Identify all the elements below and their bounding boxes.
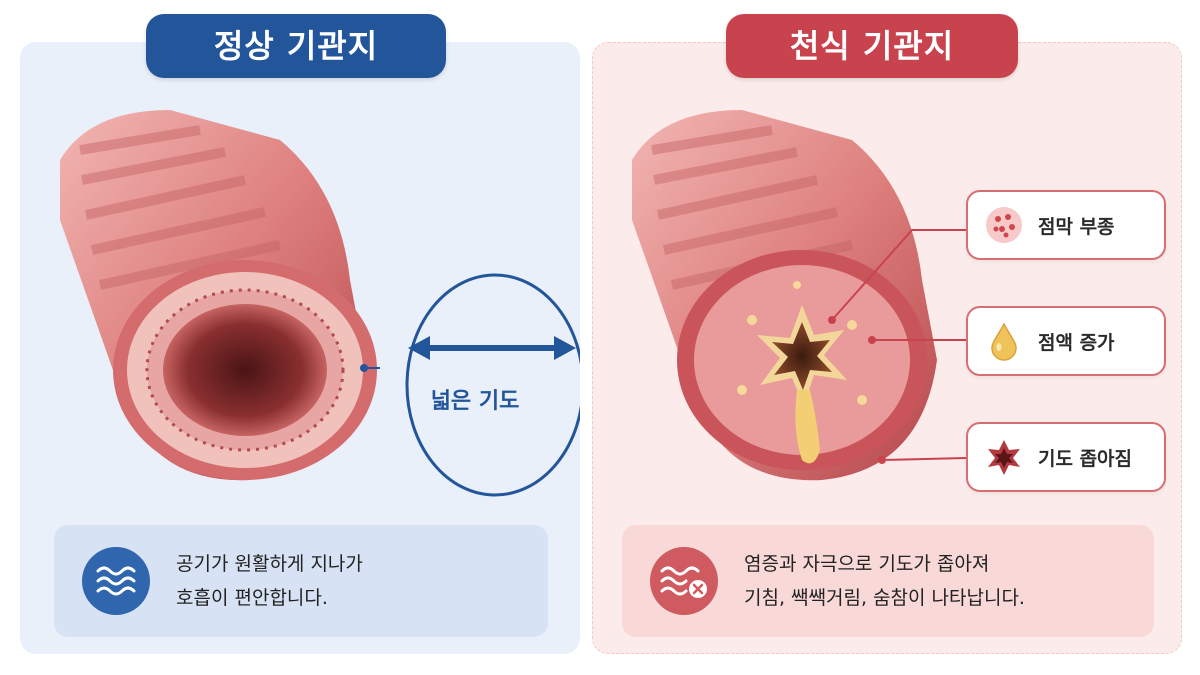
asthma-cross-section bbox=[677, 250, 927, 470]
normal-description: 공기가 원활하게 지나가 호흡이 편안합니다. bbox=[176, 547, 363, 615]
swollen-mucosa-icon bbox=[986, 207, 1022, 243]
narrowed-airway-icon bbox=[988, 440, 1020, 475]
normal-bronchus-illustration bbox=[60, 110, 580, 497]
blocked-airflow-icon bbox=[650, 547, 718, 615]
description-line: 공기가 원활하게 지나가 bbox=[176, 553, 363, 575]
callout-label: 점막 부종 bbox=[1038, 215, 1115, 238]
callout-mucus-increase: 점액 증가 bbox=[966, 306, 1166, 376]
normal-title: 정상 기관지 bbox=[146, 14, 446, 78]
asthma-title: 천식 기관지 bbox=[726, 14, 1018, 78]
normal-description-box: 공기가 원활하게 지나가 호흡이 편안합니다. bbox=[54, 525, 548, 637]
airflow-icon bbox=[82, 547, 150, 615]
asthma-bronchus-illustration bbox=[632, 110, 967, 481]
wide-airway-label: 넓은 기도 bbox=[430, 389, 520, 414]
mucus-drop-icon bbox=[991, 322, 1017, 361]
callout-mucosal-swelling: 점막 부종 bbox=[966, 190, 1166, 260]
description-line: 호흡이 편안합니다. bbox=[176, 587, 328, 609]
callout-airway-narrowing: 기도 좁아짐 bbox=[966, 422, 1166, 492]
description-line: 기침, 쌕쌕거림, 숨참이 나타납니다. bbox=[744, 587, 1025, 609]
callout-label: 점액 증가 bbox=[1038, 331, 1115, 354]
wide-airway-indicator bbox=[360, 273, 580, 497]
asthma-description-box: 염증과 자극으로 기도가 좁아져 기침, 쌕쌕거림, 숨참이 나타납니다. bbox=[622, 525, 1154, 637]
callout-label: 기도 좁아짐 bbox=[1038, 447, 1133, 470]
description-line: 염증과 자극으로 기도가 좁아져 bbox=[744, 553, 990, 575]
asthma-description: 염증과 자극으로 기도가 좁아져 기침, 쌕쌕거림, 숨참이 나타납니다. bbox=[744, 547, 1025, 615]
callout-connectors bbox=[828, 229, 967, 464]
normal-cross-section bbox=[113, 260, 377, 480]
